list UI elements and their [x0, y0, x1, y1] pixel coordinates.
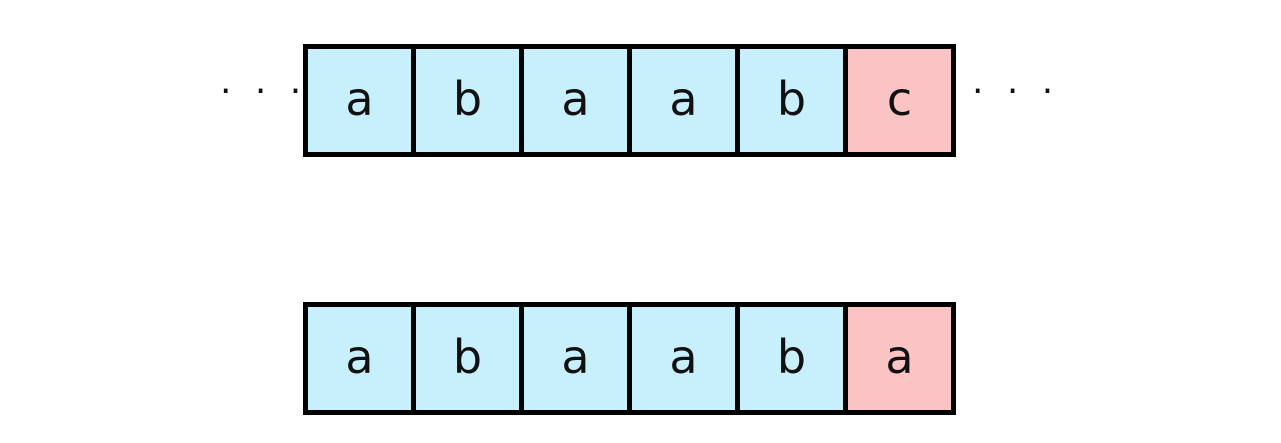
pattern-cell-3: a — [524, 307, 632, 410]
text-ellipsis-right: · · · — [972, 71, 1060, 112]
pattern-cell-1: a — [308, 307, 416, 410]
pattern-cell-4: a — [632, 307, 740, 410]
text-cell-4: a — [632, 49, 740, 152]
pattern-cell-5: b — [740, 307, 848, 410]
text-cell-3: a — [524, 49, 632, 152]
text-cell-5: b — [740, 49, 848, 152]
pattern-cell-6-mismatch: a — [848, 307, 956, 410]
pattern-cell-2: b — [416, 307, 524, 410]
text-row: a b a a b c — [303, 44, 956, 157]
text-cell-1: a — [308, 49, 416, 152]
text-cell-2: b — [416, 49, 524, 152]
text-cell-6-mismatch: c — [848, 49, 956, 152]
text-ellipsis-left: · · · — [220, 71, 308, 112]
pattern-row: a b a a b a — [303, 302, 956, 415]
